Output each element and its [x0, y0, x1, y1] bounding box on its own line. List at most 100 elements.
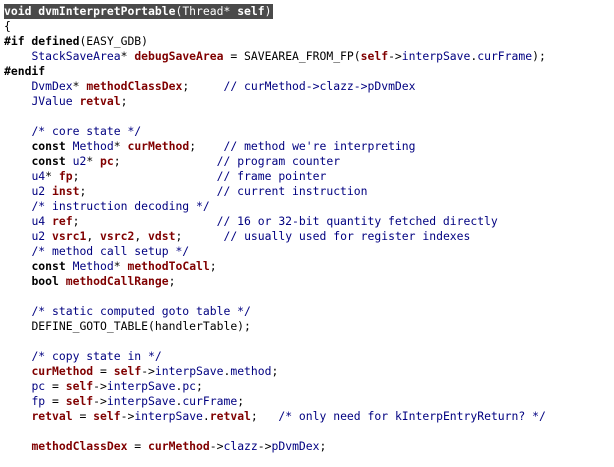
code-line[interactable]: u4 ref; // 16 or 32-bit quantity fetched…	[4, 214, 610, 229]
code-token: // program counter	[216, 154, 341, 168]
code-line[interactable]: StackSaveArea* debugSaveArea = SAVEAREA_…	[4, 49, 610, 64]
code-token: ->	[93, 394, 107, 408]
code-token	[66, 259, 73, 273]
code-line[interactable]: /* copy state in */	[4, 349, 610, 364]
code-token	[66, 154, 73, 168]
code-token: ;	[189, 139, 224, 153]
code-line[interactable]	[4, 424, 610, 439]
code-line[interactable]: #endif	[4, 64, 610, 79]
code-token: =	[45, 394, 66, 408]
code-token: interpSave	[154, 364, 224, 378]
code-token: (EASY_GDB)	[79, 34, 149, 48]
code-token: interpSave	[401, 49, 471, 63]
code-line[interactable]: methodClassDex = curMethod->clazz->pDvmD…	[4, 439, 610, 454]
code-token	[4, 349, 31, 363]
code-line[interactable]: /* core state */	[4, 124, 610, 139]
code-line[interactable]: DvmDex* methodClassDex; // curMethod->cl…	[4, 79, 610, 94]
code-token: pc	[100, 154, 114, 168]
code-line[interactable]: curMethod = self->interpSave.method;	[4, 364, 610, 379]
code-token	[4, 274, 31, 288]
code-token: ->	[257, 439, 272, 453]
code-token: curFrame	[182, 394, 238, 408]
code-token: ;	[120, 94, 128, 108]
code-token: *	[113, 139, 128, 153]
code-token: methodToCall	[127, 259, 210, 273]
code-token: *	[120, 49, 135, 63]
code-token: self	[93, 409, 121, 423]
code-line[interactable]: const u2* pc; // program counter	[4, 154, 610, 169]
code-token: curFrame	[477, 49, 533, 63]
code-token: method	[230, 364, 272, 378]
code-token: void	[4, 4, 32, 18]
code-line[interactable]	[4, 334, 610, 349]
code-token: ->	[120, 409, 135, 423]
code-line[interactable]: u2 inst; // current instruction	[4, 184, 610, 199]
code-token	[45, 184, 52, 198]
code-token: =	[45, 379, 66, 393]
code-token	[4, 259, 31, 273]
code-line[interactable]	[4, 109, 610, 124]
code-token: // curMethod->clazz->pDvmDex	[223, 79, 416, 93]
code-token	[4, 199, 31, 213]
code-token: // current instruction	[216, 184, 368, 198]
code-line-selected[interactable]: void dvmInterpretPortable(Thread* self)	[4, 4, 274, 19]
code-line[interactable]: u2 vsrc1, vsrc2, vdst; // usually used f…	[4, 229, 610, 244]
code-token: bool	[31, 274, 59, 288]
code-line[interactable]: #if defined(EASY_GDB)	[4, 34, 610, 49]
code-token: u4	[31, 214, 46, 228]
code-token: {	[4, 19, 11, 33]
code-line[interactable]: retval = self->interpSave.retval; /* onl…	[4, 409, 610, 424]
code-token: *	[72, 79, 87, 93]
code-token: =	[93, 364, 114, 378]
code-token: ->	[141, 364, 155, 378]
code-token	[4, 49, 31, 63]
code-token: const	[31, 259, 66, 273]
code-token	[4, 79, 31, 93]
code-line[interactable]: JValue retval;	[4, 94, 610, 109]
code-line[interactable]: fp = self->interpSave.curFrame;	[4, 394, 610, 409]
code-token: *	[86, 154, 101, 168]
code-line[interactable]: const Method* curMethod; // method we're…	[4, 139, 610, 154]
code-token: *	[113, 259, 128, 273]
code-token: DvmDex	[31, 79, 73, 93]
code-token: )	[264, 4, 272, 18]
code-line[interactable]: DEFINE_GOTO_TABLE(handlerTable);	[4, 319, 610, 334]
code-line[interactable]: const Method* methodToCall;	[4, 259, 610, 274]
code-token: retval	[79, 94, 121, 108]
code-line[interactable]: u4* fp; // frame pointer	[4, 169, 610, 184]
code-token	[4, 304, 31, 318]
code-line[interactable]: bool methodCallRange;	[4, 274, 610, 289]
code-token	[4, 394, 31, 408]
code-token	[4, 214, 31, 228]
code-token: ;	[319, 439, 327, 453]
code-token: pc	[31, 379, 46, 393]
code-token: );	[532, 49, 546, 63]
code-token: inst	[52, 184, 80, 198]
code-line[interactable]: /* static computed goto table */	[4, 304, 610, 319]
code-token	[4, 244, 31, 258]
code-token: vsrc1	[52, 229, 87, 243]
code-token: .	[175, 379, 183, 393]
code-token: ;	[237, 394, 245, 408]
code-token: methodCallRange	[65, 274, 169, 288]
code-line[interactable]: {	[4, 19, 610, 34]
code-token: interpSave	[106, 394, 176, 408]
code-token	[4, 169, 31, 183]
code-token: fp	[31, 394, 46, 408]
code-token: Method	[72, 259, 114, 273]
code-token: /* instruction decoding */	[31, 199, 210, 213]
code-token	[4, 139, 31, 153]
code-token: /* method call setup */	[31, 244, 190, 258]
code-line[interactable]	[4, 289, 610, 304]
code-token	[4, 124, 31, 138]
code-token: ,	[134, 229, 149, 243]
code-token: u2	[31, 184, 46, 198]
code-token: // method we're interpreting	[223, 139, 416, 153]
code-line[interactable]: pc = self->interpSave.pc;	[4, 379, 610, 394]
code-token	[4, 184, 31, 198]
code-token: clazz	[223, 439, 258, 453]
code-line[interactable]: /* instruction decoding */	[4, 199, 610, 214]
code-line[interactable]: /* method call setup */	[4, 244, 610, 259]
code-token: ;	[113, 154, 217, 168]
code-editor[interactable]: void dvmInterpretPortable(Thread* self){…	[4, 4, 610, 454]
